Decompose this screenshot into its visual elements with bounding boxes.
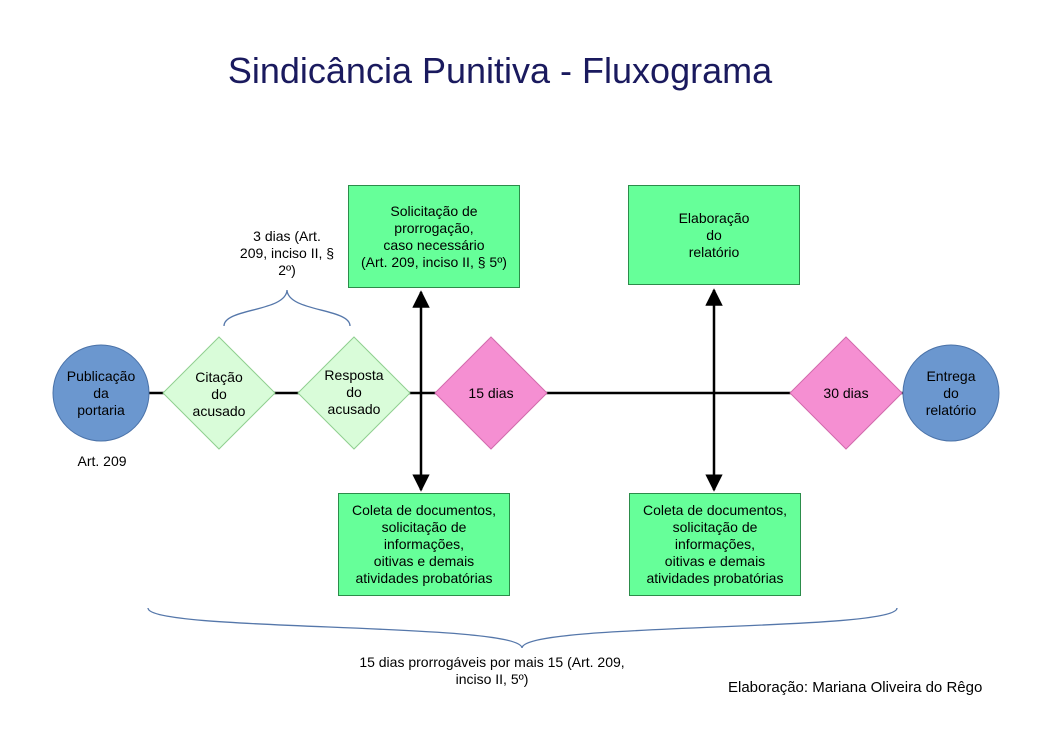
small-brace (223, 289, 351, 327)
collection-box-2: Coleta de documentos, solicitação de inf… (629, 493, 801, 596)
citation-label: Citação do acusado (192, 368, 246, 419)
large-brace (147, 607, 898, 649)
days15-diamond (434, 336, 548, 450)
report-box: Elaboração do relatório (628, 185, 800, 285)
art209-note: Art. 209 (77, 453, 127, 469)
days30-label: 30 dias (823, 384, 869, 401)
three-days-note: 3 dias (Art. 209, inciso II, § 2º) (239, 228, 335, 278)
total-duration-note: 15 dias prorrogáveis por mais 15 (Art. 2… (359, 654, 625, 687)
collection-box-1: Coleta de documentos, solicitação de inf… (338, 493, 510, 596)
days30-diamond (789, 336, 903, 450)
end-label: Entrega do relatório (925, 367, 977, 418)
page-title: Sindicância Punitiva - Fluxograma (227, 50, 773, 91)
response-diamond (297, 336, 411, 450)
end-circle (902, 344, 1000, 442)
extension-box: Solicitação de prorrogação, caso necessá… (348, 185, 520, 288)
start-circle (52, 344, 150, 442)
days15-label: 15 dias (468, 384, 514, 401)
author-credit: Elaboração: Mariana Oliveira do Rêgo (728, 679, 983, 696)
citation-diamond (162, 336, 276, 450)
response-label: Resposta do acusado (324, 366, 384, 417)
start-label: Publicação da portaria (66, 367, 136, 418)
